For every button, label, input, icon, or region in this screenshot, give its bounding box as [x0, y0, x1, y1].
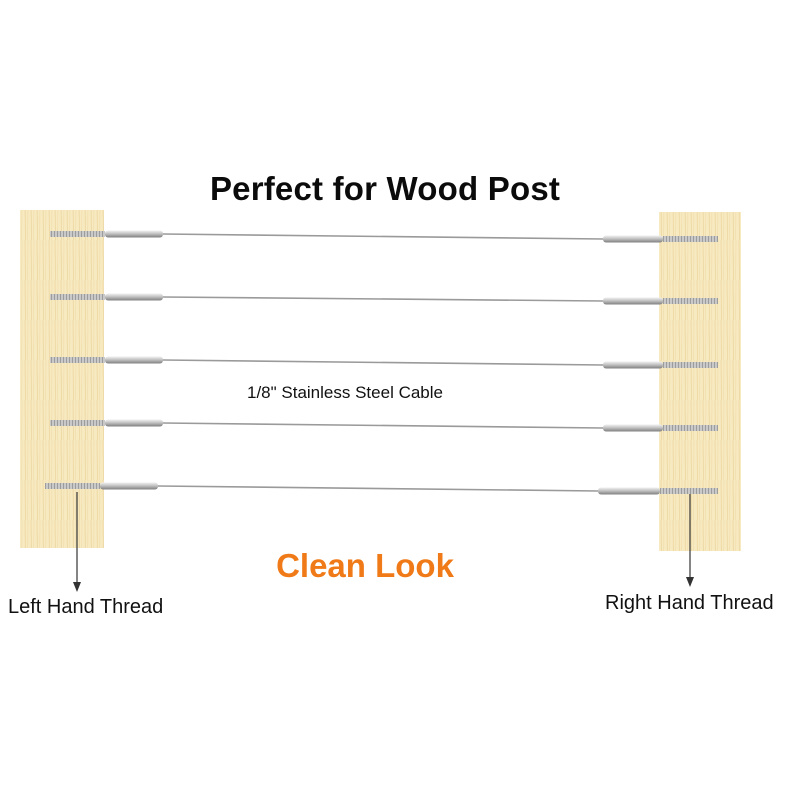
cable-row [50, 356, 718, 369]
right-wood-post [659, 212, 741, 551]
cable-label: 1/8" Stainless Steel Cable [247, 383, 443, 402]
right-thread-label: Right Hand Thread [605, 592, 774, 614]
cable-row [50, 230, 718, 243]
page-title: Perfect for Wood Post [209, 170, 561, 207]
cable-row [45, 482, 718, 495]
cable-row [50, 293, 718, 305]
left-wood-post [20, 210, 104, 548]
left-arrow-icon [73, 492, 81, 592]
right-arrow-icon [686, 494, 694, 587]
cable-row [50, 419, 718, 432]
subtitle: Clean Look [276, 547, 454, 584]
left-thread-label: Left Hand Thread [8, 596, 164, 618]
